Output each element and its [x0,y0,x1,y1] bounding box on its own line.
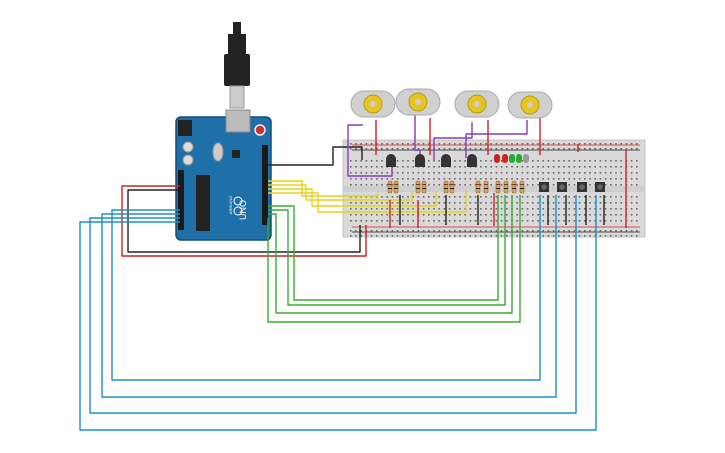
wire-gnd-black [268,146,363,166]
resistor[interactable] [421,180,427,194]
board-model: UNO [238,200,248,220]
wire-yellow-3 [268,188,437,207]
q3[interactable] [441,154,451,167]
resistor[interactable] [393,180,399,194]
resistor[interactable] [449,180,455,194]
wire-blue-4 [79,195,597,431]
motor-4[interactable] [507,91,553,119]
led-3[interactable] [509,154,515,163]
wire-power-red [121,185,367,257]
motor-1[interactable] [350,90,396,118]
button-4[interactable] [595,182,605,192]
wire-purple-1 [347,124,393,177]
resistor[interactable] [415,180,421,194]
led-2[interactable] [502,154,508,163]
button-2[interactable] [557,182,567,192]
resistor[interactable] [475,180,481,194]
q2[interactable] [415,154,425,167]
wire-green-1 [268,195,499,301]
button-3[interactable] [577,182,587,192]
wire-purple-3 [433,122,473,160]
resistor[interactable] [443,180,449,194]
led-4[interactable] [516,154,522,163]
wire-blue-3 [89,195,577,414]
wires [79,115,627,431]
q1[interactable] [386,154,396,167]
button-1[interactable] [539,182,549,192]
wire-purple-4 [465,120,528,158]
board-brand: ARDUINO [228,196,233,214]
wire-yellow-1 [268,180,379,197]
motor-3[interactable] [454,90,500,118]
wire-blue-2 [101,195,557,398]
led-1[interactable] [494,154,500,163]
wire-yellow-4 [268,191,467,213]
components [350,88,605,194]
resistor[interactable] [483,180,489,194]
resistor[interactable] [519,180,525,194]
arduino-logo-icon [233,196,243,216]
breadboard-holes [350,143,638,237]
wire-power-black [127,189,361,253]
wire-yellow-2 [268,184,413,201]
q4[interactable] [467,154,477,167]
resistor[interactable] [511,180,517,194]
wire-blue-1 [111,195,541,381]
led-5[interactable] [523,154,529,163]
motor-2[interactable] [395,88,441,116]
arduino-board[interactable]: ARDUINO UNO [175,109,272,241]
wire-green-4 [267,195,521,323]
resistor[interactable] [503,180,509,194]
wire-green-2 [268,195,506,306]
resistor[interactable] [387,180,393,194]
usb-cable [224,22,250,109]
wire-green-3 [268,195,513,314]
resistor[interactable] [495,180,501,194]
